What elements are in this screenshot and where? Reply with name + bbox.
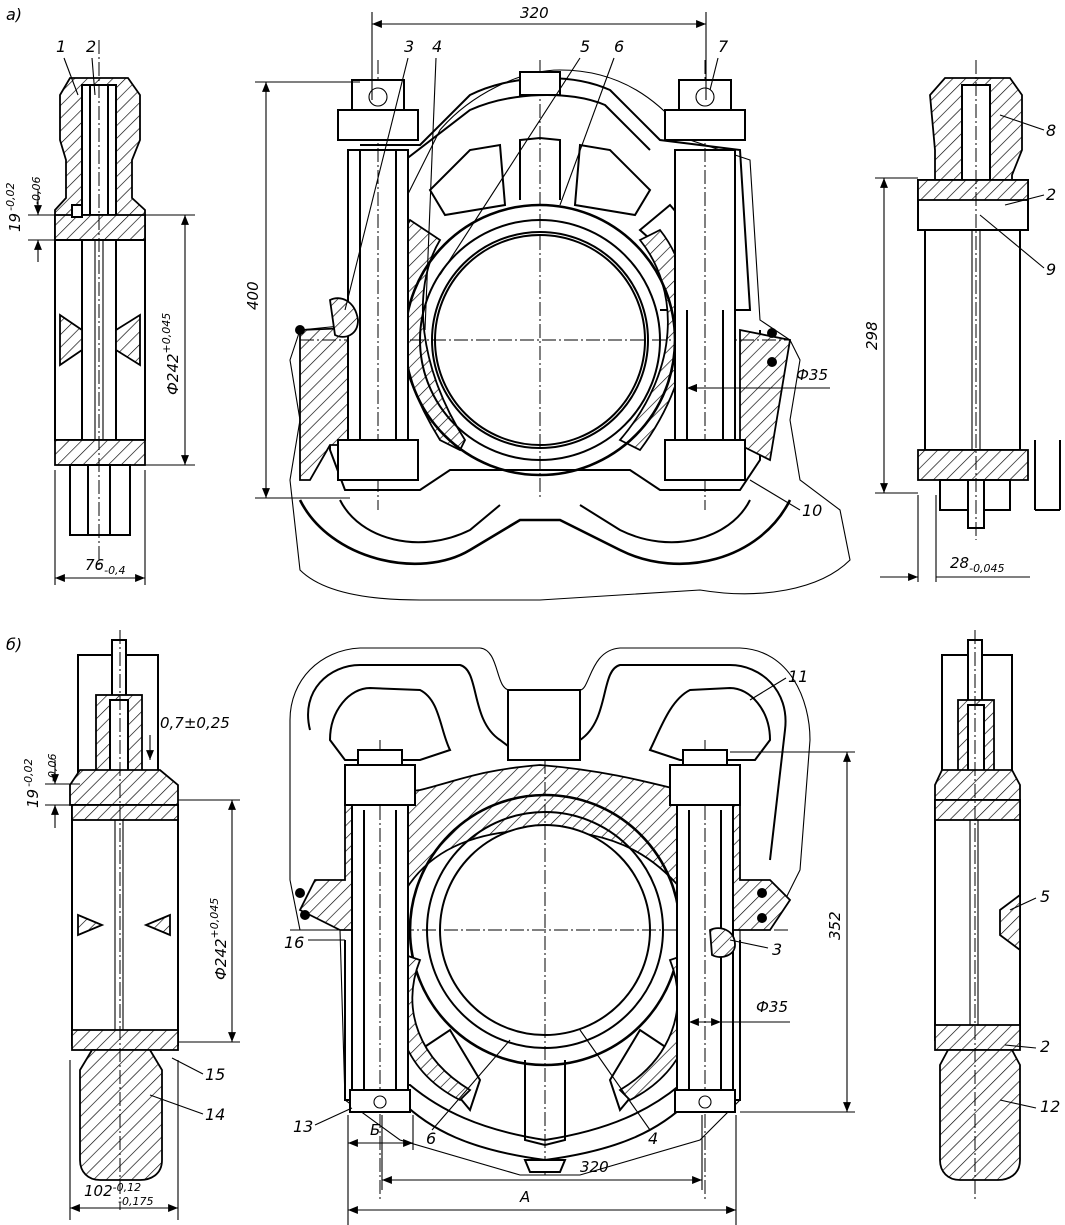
dim-b-gap: 0,7±0,25	[160, 714, 230, 732]
callout-b-15: 15	[205, 1065, 225, 1084]
dim-a-flange-lower: -0,06	[30, 177, 43, 205]
callout-a-2: 2	[86, 37, 96, 56]
dim-a-width-right: 28-0,045	[950, 554, 1005, 575]
dim-a-bore-dia: Ф242+0,045	[160, 313, 182, 395]
view-a-right-section: 298 28-0,045	[863, 60, 1061, 582]
callout-a-8: 8	[1046, 121, 1056, 140]
callout-b-4: 4	[648, 1129, 658, 1148]
callout-b-2: 2	[1040, 1037, 1050, 1056]
callout-a-2r: 2	[1046, 185, 1056, 204]
dim-b-height-right: 352	[826, 911, 844, 940]
dim-b-flange-lower: -0,06	[46, 754, 59, 782]
callout-a-4: 4	[432, 37, 442, 56]
view-b-left-section: 0,7±0,25 Ф242+0,045 19-0,02 -0,06 102-0,…	[22, 630, 240, 1220]
dim-a-width-side: 76-0,4	[85, 556, 126, 577]
callout-b-5: 5	[1040, 887, 1050, 906]
dim-b-width-bottom: 320	[580, 1158, 609, 1176]
view-a-left-section	[54, 40, 146, 570]
callout-b-14: 14	[205, 1105, 225, 1124]
dim-b-B: Б	[370, 1121, 380, 1139]
dim-a-height-left: 400	[244, 281, 262, 310]
view-a-left-dims: Ф242+0,045 19-0,02 -0,06 76-0,4	[4, 177, 195, 585]
view-a: а)	[4, 4, 1061, 601]
view-b-right-section	[934, 630, 1021, 1200]
view-b-callouts: 11 16 13 6 4 3 5 2 12 15 14	[149, 667, 1060, 1148]
dim-b-bolt-dia: Ф35	[756, 998, 788, 1016]
view-a-front: 320 400 Ф35	[244, 4, 851, 601]
dim-a-height-right: 298	[863, 321, 881, 350]
callout-a-9: 9	[1046, 260, 1056, 279]
callout-a-7: 7	[718, 37, 729, 56]
dim-b-bore-dia: Ф242+0,045	[208, 898, 230, 980]
callout-b-13: 13	[293, 1117, 313, 1136]
callout-b-16: 16	[284, 933, 304, 952]
dim-b-width-side-lower: -0,175	[118, 1195, 153, 1208]
view-b: б) 0,7±0,25 Ф242+0,045	[6, 630, 1060, 1225]
dim-b-flange: 19-0,02	[22, 758, 42, 808]
callout-a-10: 10	[802, 501, 822, 520]
callout-a-3: 3	[404, 37, 414, 56]
callout-a-5: 5	[580, 37, 590, 56]
dim-b-A: А	[519, 1188, 530, 1206]
callout-b-12: 12	[1040, 1097, 1060, 1116]
callout-a-6: 6	[614, 37, 624, 56]
dim-a-width-top: 320	[520, 4, 549, 22]
callout-a-1: 1	[56, 37, 66, 56]
view-a-label: а)	[6, 5, 22, 24]
view-b-label: б)	[6, 635, 22, 654]
view-b-front: 352 Ф35 Б 320 А	[289, 647, 855, 1225]
dim-a-bolt-dia: Ф35	[796, 366, 828, 384]
callout-b-3: 3	[772, 940, 782, 959]
callout-b-6: 6	[426, 1129, 436, 1148]
callout-b-11: 11	[788, 667, 808, 686]
dim-b-width-side: 102-0,12	[84, 1181, 141, 1200]
dim-a-flange: 19-0,02	[4, 182, 24, 232]
view-a-callouts: 1 2 3 4 5 6 7 8 2 9 10	[56, 37, 1056, 520]
